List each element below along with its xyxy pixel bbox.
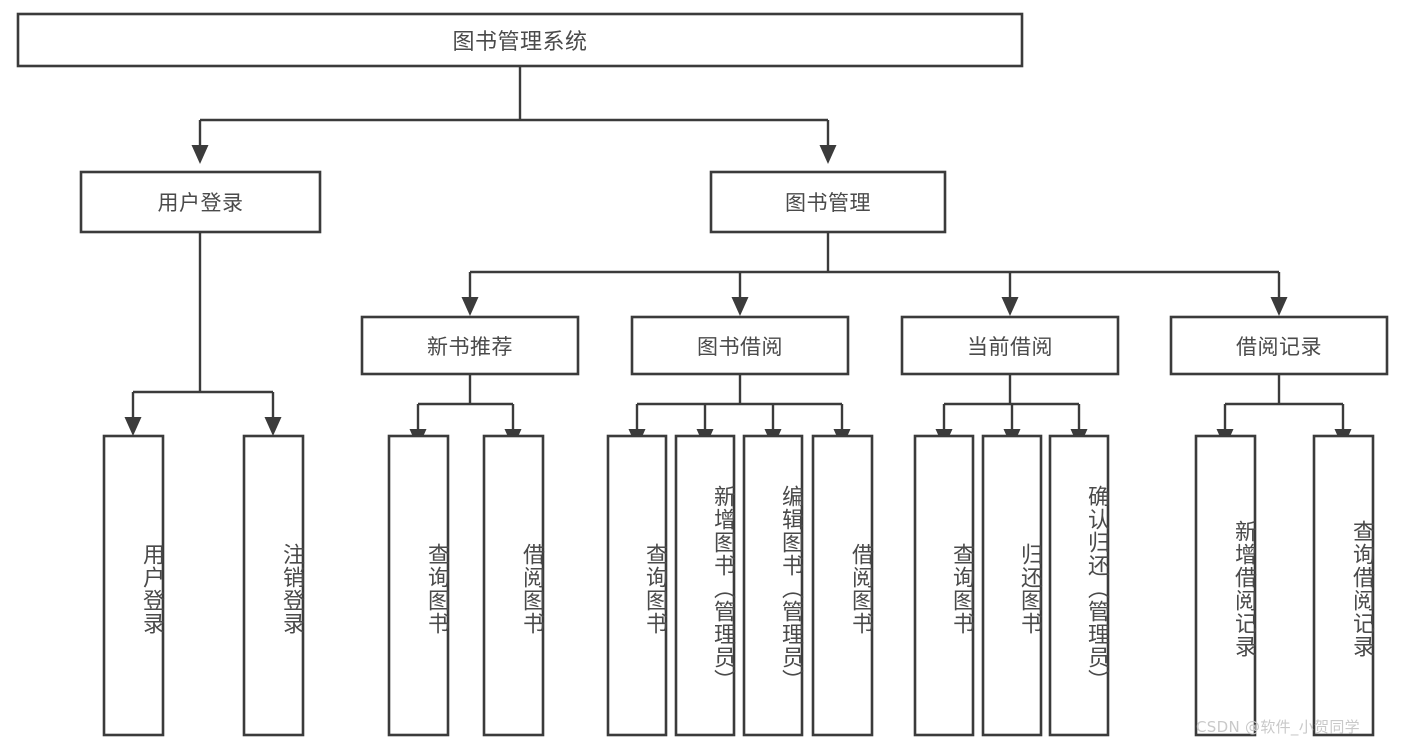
node-box-borrow-record[interactable] [1169, 315, 1389, 376]
node-box-leaf-add-borrow-record[interactable] [1194, 434, 1257, 737]
node-box-leaf-borrow-book[interactable] [811, 434, 874, 737]
arrowhead-icon [1270, 297, 1288, 316]
node-box-leaf-edit-book-admin[interactable] [742, 434, 804, 737]
arrowhead-icon [264, 417, 282, 436]
node-box-current-borrow[interactable] [900, 315, 1120, 376]
node-box-leaf-logout-login[interactable] [242, 434, 305, 737]
node-box-leaf-return-book[interactable] [981, 434, 1043, 737]
node-box-leaf-query-book-recommend[interactable] [387, 434, 450, 737]
arrowhead-icon [461, 297, 479, 316]
connector-book-mgmt-to-level2 [461, 232, 1288, 316]
arrowhead-icon [731, 297, 749, 316]
node-box-new-book-recommend[interactable] [360, 315, 580, 376]
node-box-leaf-query-book-borrow[interactable] [606, 434, 668, 737]
arrowhead-icon [124, 417, 142, 436]
arrowhead-icon [191, 145, 209, 164]
node-box-book-borrow[interactable] [630, 315, 850, 376]
node-box-book-management[interactable] [709, 170, 947, 234]
arrowhead-icon [1001, 297, 1019, 316]
node-box-leaf-borrow-book-recommend[interactable] [482, 434, 545, 737]
node-box-leaf-confirm-return-admin[interactable] [1048, 434, 1110, 737]
connector-root-to-level1 [191, 66, 837, 164]
csdn-watermark: CSDN @软件_小贺同学 [1196, 718, 1360, 736]
node-box-root[interactable] [16, 12, 1024, 68]
node-box-leaf-add-book-admin[interactable] [674, 434, 736, 737]
node-box-leaf-user-login[interactable] [102, 434, 165, 737]
connector-recommend-to-leaves [409, 374, 522, 448]
arrowhead-icon [819, 145, 837, 164]
connector-user-login-to-leaves [124, 232, 282, 436]
node-box-leaf-query-book-current[interactable] [913, 434, 975, 737]
node-box-user-login[interactable] [79, 170, 322, 234]
node-box-leaf-query-borrow-record[interactable] [1312, 434, 1375, 737]
